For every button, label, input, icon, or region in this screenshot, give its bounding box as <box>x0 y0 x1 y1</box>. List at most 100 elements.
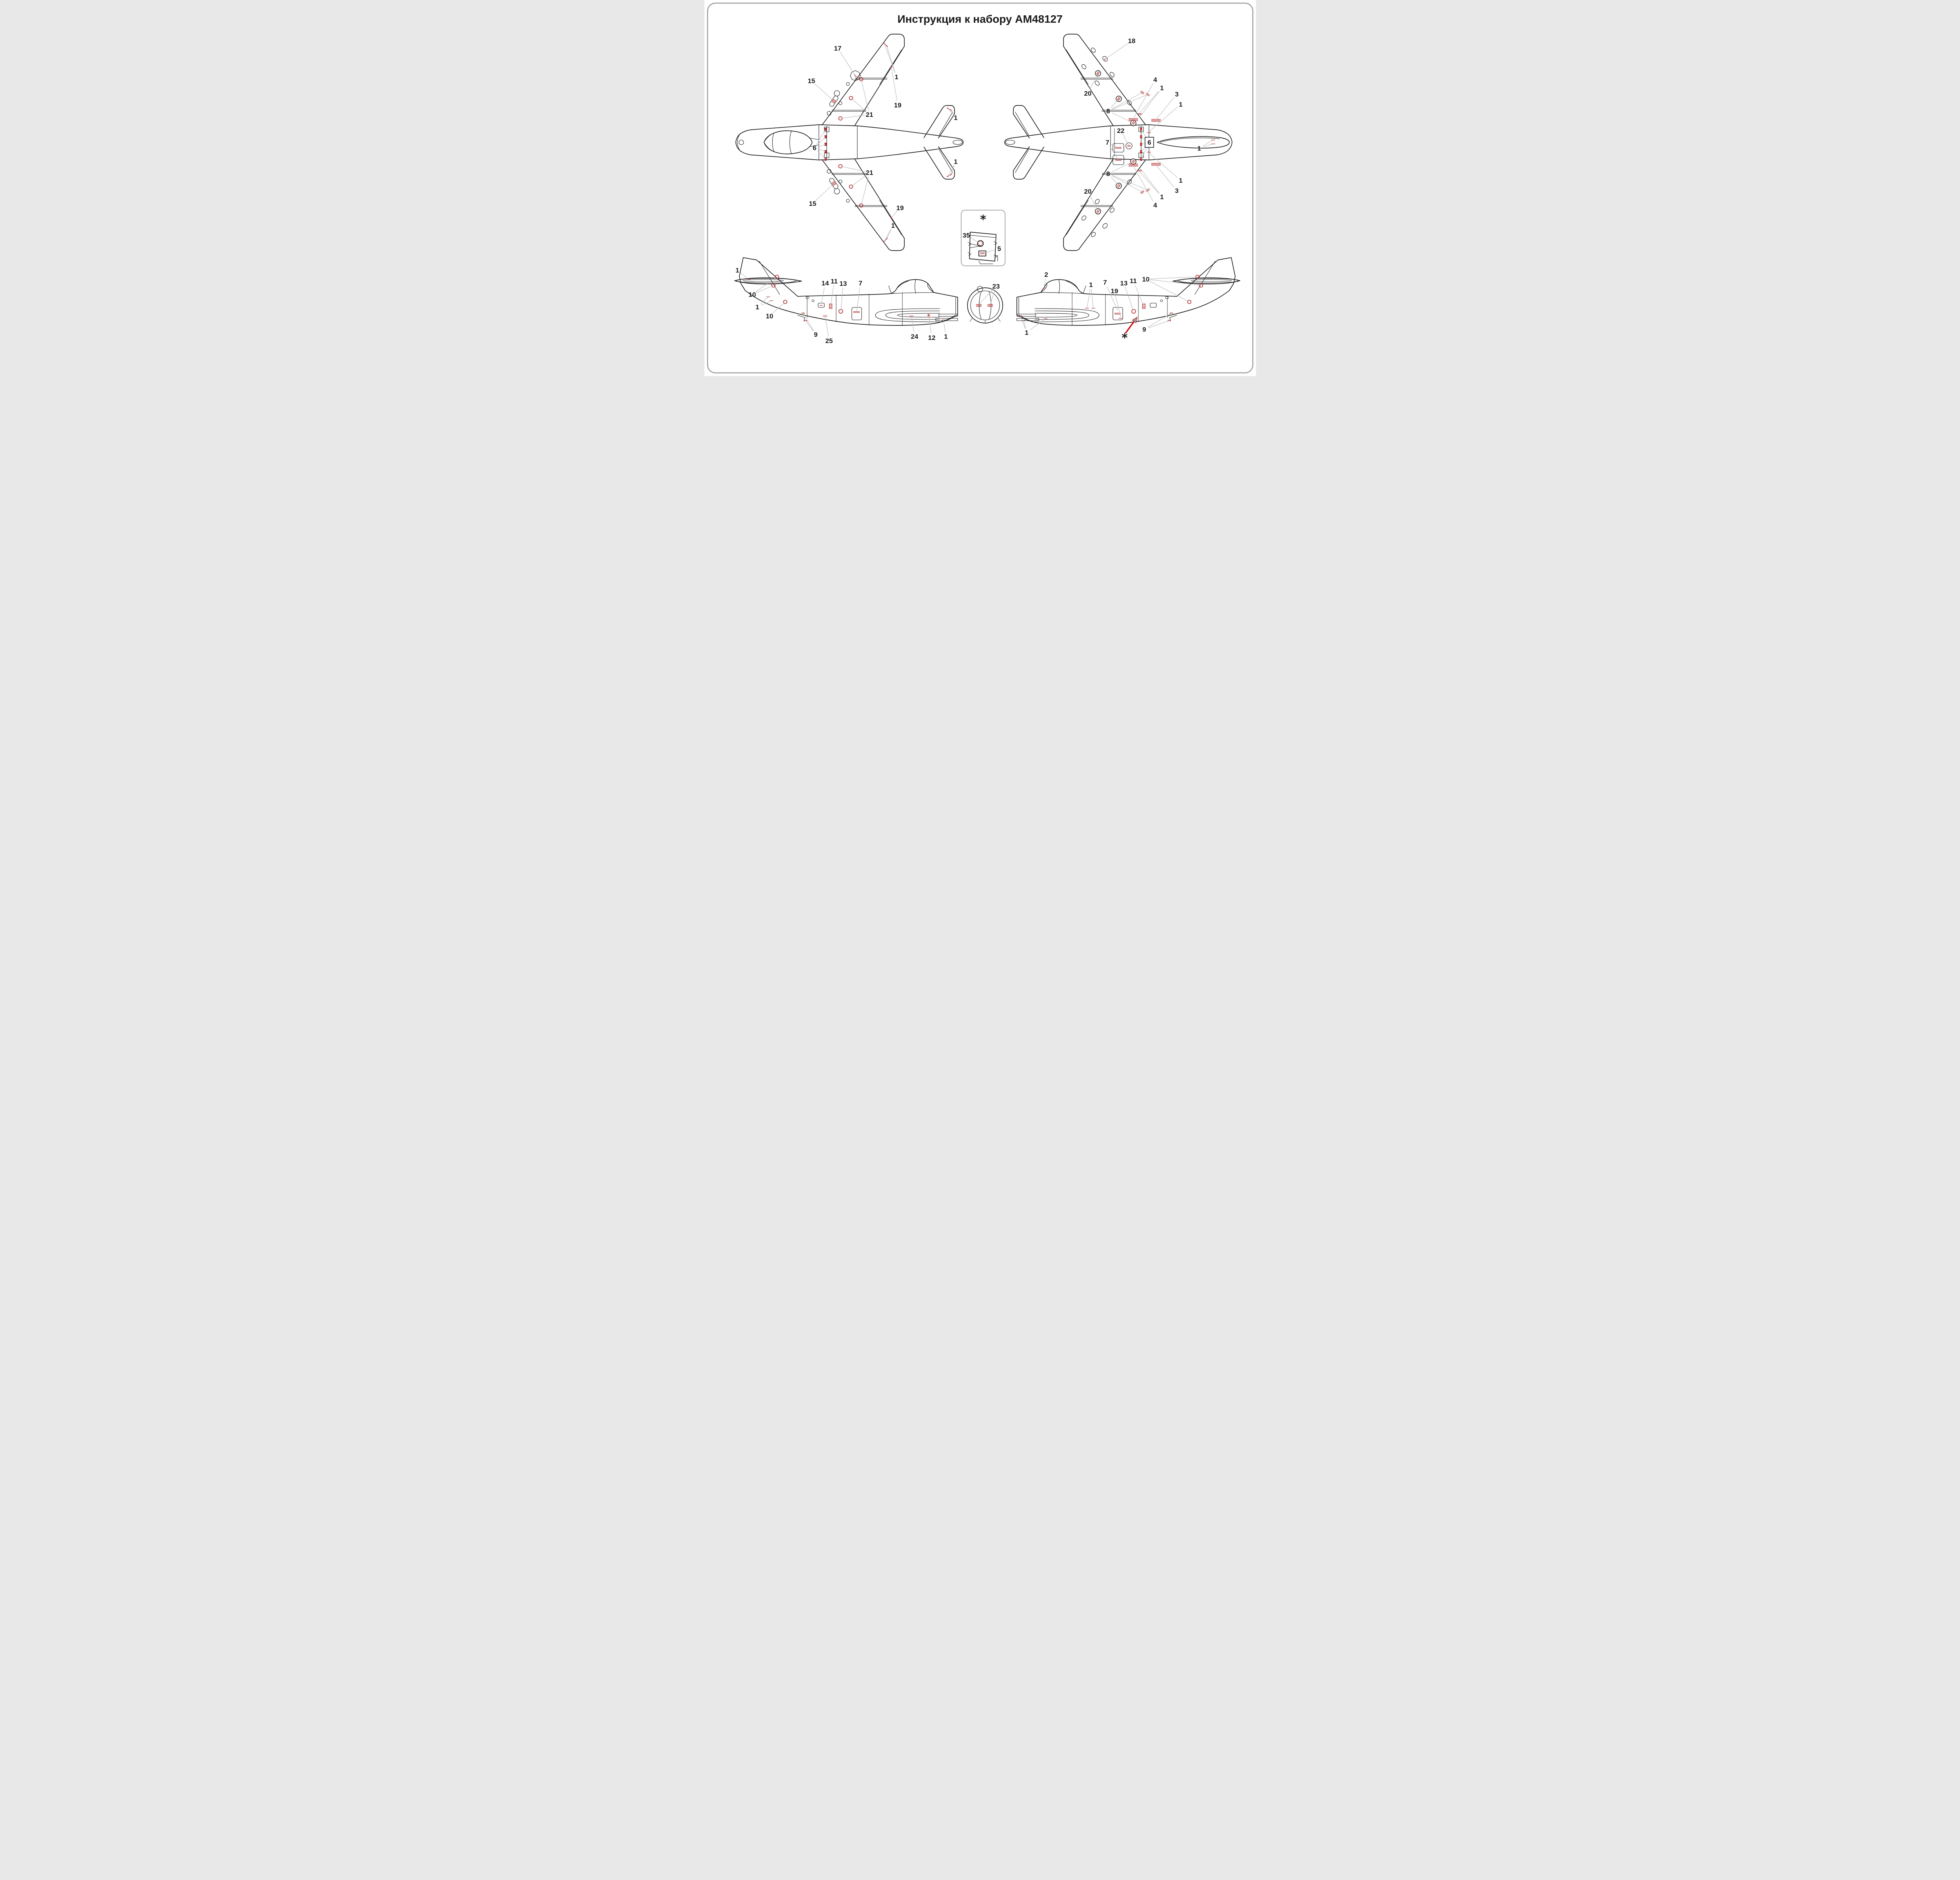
callout-label: 3 <box>1175 91 1178 98</box>
walkway-slot-lower <box>829 178 838 189</box>
leader-line <box>947 165 954 176</box>
leader-line <box>1112 175 1148 191</box>
ring-mark <box>775 274 779 279</box>
leader-line <box>1086 289 1091 309</box>
callout-label: 24 <box>911 333 918 340</box>
callout-label: 18 <box>1128 37 1135 45</box>
dots-mark <box>825 316 826 317</box>
leader-line <box>816 129 826 144</box>
callout-label: 4 <box>1153 76 1157 84</box>
callout-label: 11 <box>831 278 838 285</box>
leader-line <box>1115 295 1121 318</box>
callout-label: 9 <box>1142 326 1146 333</box>
red-mark <box>831 98 836 104</box>
callout-label: 1 <box>755 303 759 311</box>
callout-label: 25 <box>825 337 833 345</box>
leader-line <box>1148 320 1169 328</box>
canopy-top <box>763 130 813 154</box>
bottom-view-extras <box>1081 47 1230 237</box>
leader-line <box>1111 175 1142 193</box>
leader-line <box>840 114 865 119</box>
ring-mark <box>859 77 863 82</box>
callout-label: 1 <box>1025 329 1028 336</box>
callout-label: 1 <box>1197 145 1201 152</box>
leader-line <box>1139 171 1159 194</box>
callout-label: 1 <box>1160 84 1163 92</box>
leader-line <box>1089 195 1098 212</box>
callout-label: 13 <box>1120 280 1127 287</box>
leader-line <box>755 276 777 292</box>
red-mark <box>831 181 836 186</box>
callout-label: 3 <box>1175 187 1178 194</box>
red-mark <box>987 304 993 307</box>
red-mark <box>1138 113 1142 115</box>
red-mark <box>1096 209 1100 214</box>
leader-line <box>856 287 860 313</box>
callout-label: 17 <box>834 45 841 52</box>
diagram-canvas: Инструкция к набору АМ48127 <box>707 2 1253 374</box>
callout-label: 19 <box>894 102 901 109</box>
callout-label: 19 <box>896 204 904 212</box>
callout-label: 9 <box>814 331 817 338</box>
leader-line <box>814 83 833 100</box>
access-oval <box>1125 142 1132 149</box>
callout-box <box>1144 137 1154 148</box>
leader-line <box>884 43 895 73</box>
callout-label: 1 <box>735 267 739 274</box>
leader-line <box>1134 284 1144 307</box>
ring-mark <box>849 96 853 100</box>
leader-line <box>1132 83 1153 119</box>
callout-label: 10 <box>766 312 773 320</box>
leader-line <box>824 316 829 337</box>
callout-label: 1 <box>1160 193 1163 201</box>
ring-mark <box>783 300 787 304</box>
inset-border <box>960 210 1005 266</box>
leader-line <box>1122 134 1129 146</box>
leader-line <box>1149 107 1178 132</box>
leader-line <box>851 175 866 187</box>
leader-line <box>1089 73 1098 90</box>
leader-line <box>1105 43 1128 60</box>
leader-line <box>1149 281 1189 302</box>
dots-mark <box>826 315 827 316</box>
callout-label: 35 <box>962 232 970 239</box>
leader-line <box>1125 287 1134 312</box>
callout-label: 8 <box>1106 170 1110 178</box>
red-mark <box>1127 145 1131 147</box>
callout-label: 1 <box>954 114 957 122</box>
leader-line <box>840 166 865 172</box>
leader-line <box>1147 313 1171 327</box>
callout-label: 4 <box>1153 202 1157 209</box>
nose-gun-fairing <box>1156 136 1230 149</box>
ring-mark <box>838 116 842 121</box>
leader-line <box>772 302 785 314</box>
leader-line <box>756 285 773 293</box>
leader-line <box>950 110 955 116</box>
leader-line <box>884 229 891 242</box>
arrow-mark <box>1125 321 1134 334</box>
leader-line <box>1043 278 1046 288</box>
leader-line <box>1030 318 1045 331</box>
callout-label: 20 <box>1084 90 1091 97</box>
callout-label: 20 <box>1084 188 1091 195</box>
top-view-drawing <box>735 34 964 251</box>
callout-label: 14 <box>821 280 829 287</box>
leader-line <box>911 316 914 332</box>
red-mark <box>1145 188 1150 192</box>
ring-mark <box>838 164 842 169</box>
leader-line <box>805 320 813 331</box>
red-mark <box>1115 159 1122 161</box>
leader-line <box>1109 146 1119 160</box>
gun-camera-port <box>976 286 983 292</box>
arc-mark <box>801 312 805 314</box>
ring-mark <box>859 203 863 208</box>
callout-label: 6 <box>813 144 816 152</box>
leader-line <box>1106 286 1118 311</box>
leader-line <box>891 67 897 101</box>
red-mark <box>1115 147 1122 149</box>
leader-line <box>1150 276 1198 280</box>
leader-line <box>886 45 895 73</box>
dash-mark <box>1042 287 1045 290</box>
leader-line <box>1111 92 1142 109</box>
leader-line <box>860 176 869 206</box>
